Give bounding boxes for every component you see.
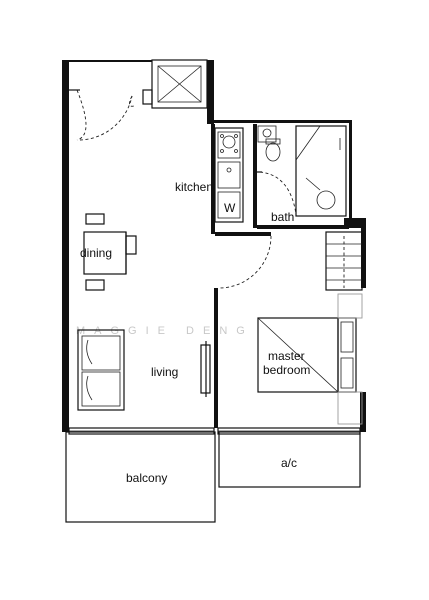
bedroom-door [214,232,272,428]
kitchen: W kitchen [175,124,244,234]
entry-area [69,59,208,141]
balcony-doors [68,427,361,435]
kitchen-label: kitchen [175,180,213,194]
ac-label: a/c [281,456,297,470]
wardrobe-right [325,231,363,291]
living-label: living [151,365,178,379]
balcony-label: balcony [126,471,167,485]
ac-ledge: a/c [218,431,361,488]
dining-area: dining [80,213,137,291]
exterior-walls [62,60,366,432]
master-bedroom-label-1: master [268,349,305,363]
washer-label: W [224,201,236,215]
master-bedroom-label-2: bedroom [263,363,310,377]
watermark: MAGGIE DENG [76,325,254,337]
dining-label: dining [80,246,112,260]
living-area: living [77,329,211,411]
bathroom: bath [253,124,349,229]
bath-label: bath [271,210,294,224]
master-bedroom: master bedroom [257,293,363,425]
balcony: balcony [65,431,216,523]
